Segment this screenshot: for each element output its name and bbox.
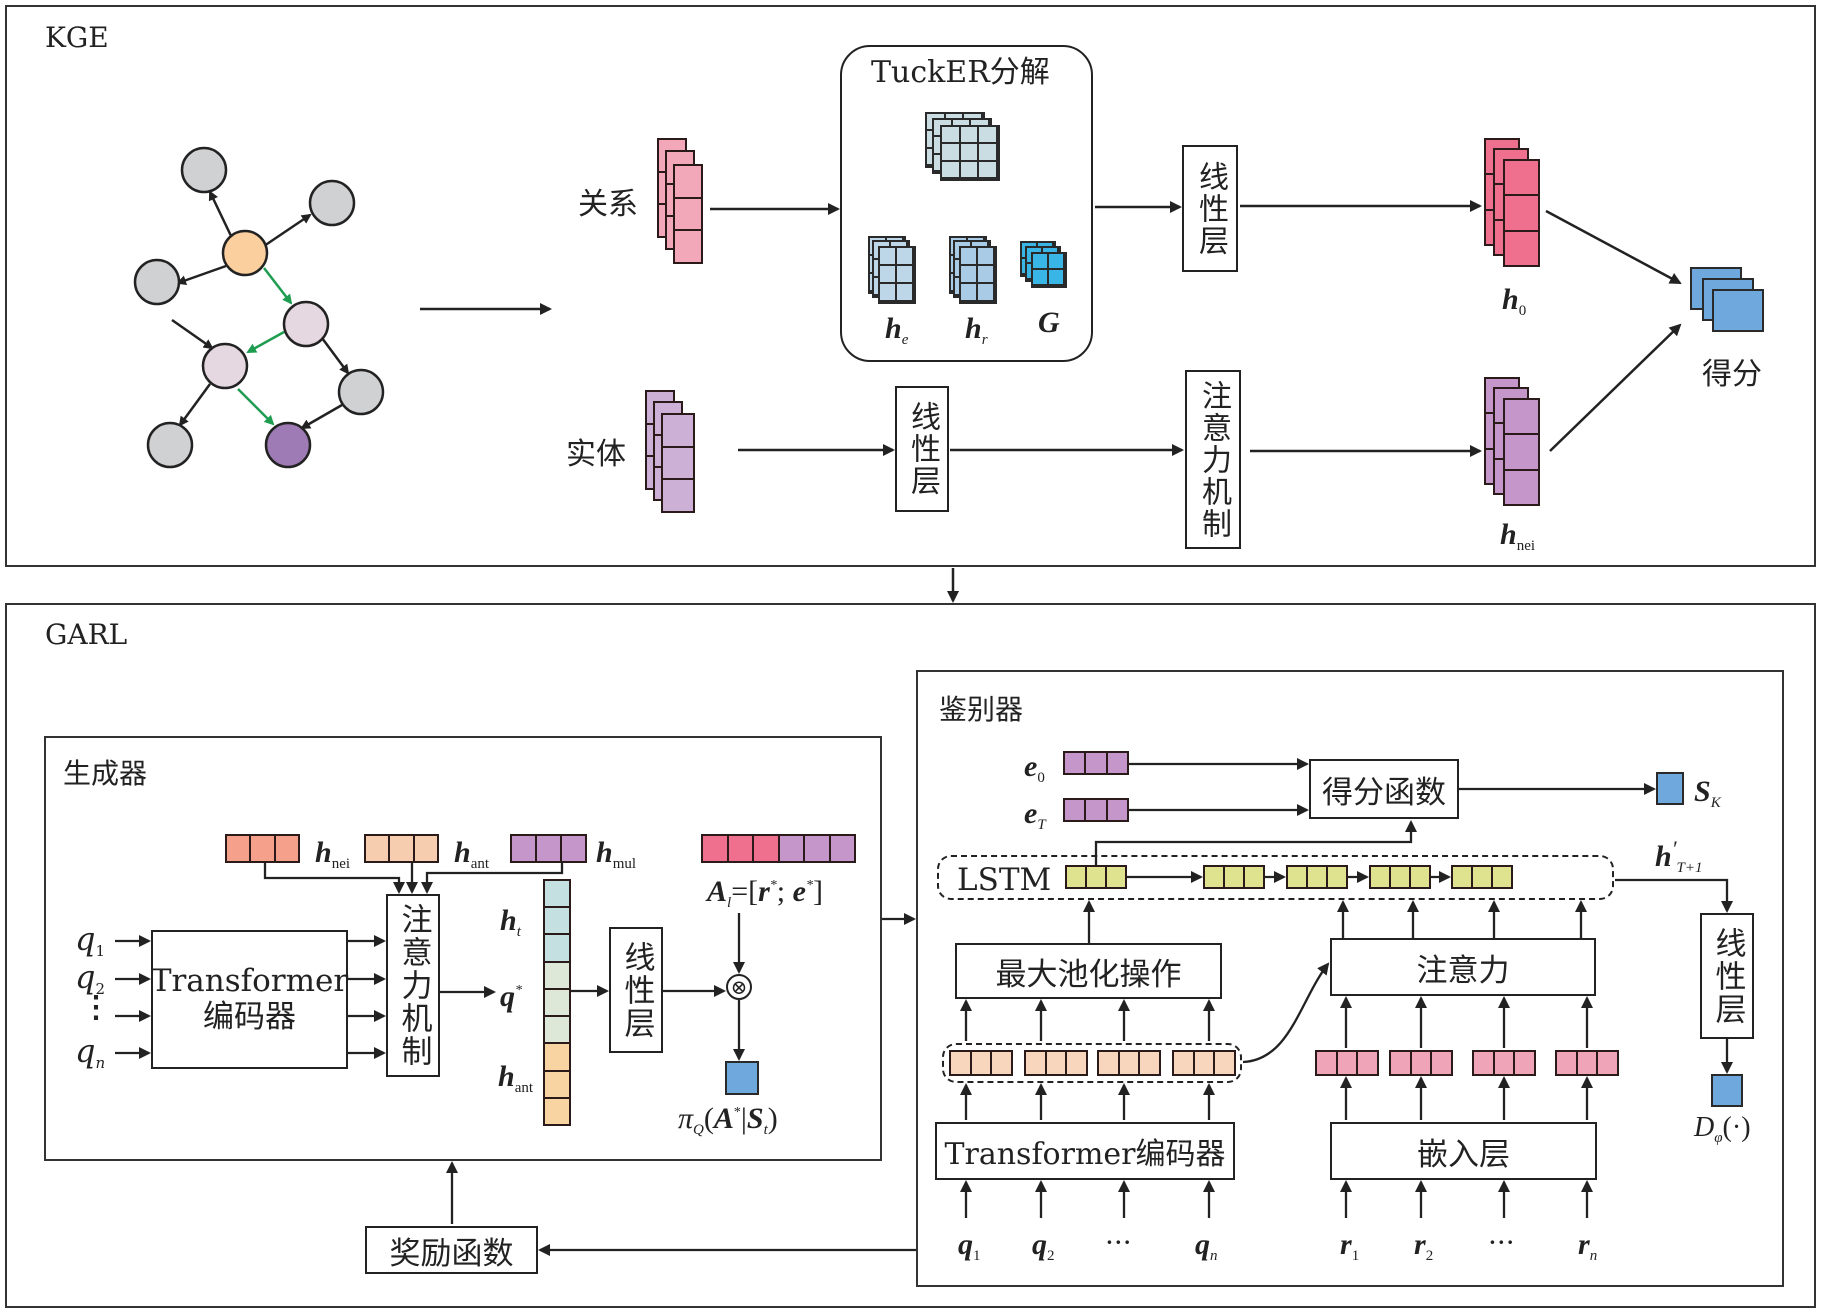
h-ant-label: hant xyxy=(454,836,490,872)
embedding-layer-box: 嵌入层 xyxy=(1330,1122,1597,1180)
h-mul-label: hmul xyxy=(596,836,637,872)
encoded-query-group xyxy=(942,1043,1242,1083)
q-star-label: q* xyxy=(500,980,522,1013)
disc-input-r2: r2 xyxy=(1414,1228,1434,1264)
encoded-query-vector xyxy=(949,1050,1013,1076)
disc-input-r1: r1 xyxy=(1340,1228,1360,1264)
h0-embedding-stack xyxy=(1484,138,1544,268)
disc-input-rn: rn xyxy=(1578,1228,1598,1264)
e0-label: e0 xyxy=(1024,750,1045,786)
eT-label: eT xyxy=(1024,797,1046,833)
g-label: G xyxy=(1038,306,1060,339)
input-q2: q2 xyxy=(75,958,106,998)
h-prime-label: h′T+1 xyxy=(1655,836,1703,876)
disc-input-q2: q2 xyxy=(1032,1228,1055,1264)
hr-label: hr xyxy=(965,312,988,348)
h-t-label: ht xyxy=(500,904,521,940)
input-q1: q1 xyxy=(75,920,106,960)
disc-input-r-ellipsis: ··· xyxy=(1488,1226,1515,1259)
sk-label: SK xyxy=(1694,775,1721,811)
h-ant-vector xyxy=(364,834,439,863)
hnei-embedding-stack xyxy=(1484,377,1544,507)
discriminator-transformer-encoder: Transformer编码器 xyxy=(935,1122,1235,1180)
disc-input-qn: qn xyxy=(1195,1228,1218,1264)
kge-title: KGE xyxy=(45,21,109,54)
action-formula: Al=[r*; e*] xyxy=(707,875,823,911)
lstm-cell xyxy=(1451,865,1513,889)
h-mul-vector xyxy=(510,834,587,863)
eT-vector xyxy=(1063,798,1129,822)
score-function-box: 得分函数 xyxy=(1309,759,1459,819)
sk-output-box xyxy=(1656,772,1684,805)
discriminator-frame xyxy=(916,670,1784,1287)
relation-label: 关系 xyxy=(578,187,638,222)
discriminator-linear-layer: 线性层 xyxy=(1700,913,1754,1039)
encoded-query-vector xyxy=(1172,1050,1236,1076)
encoder-label: 编码器 xyxy=(203,998,296,1035)
disc-input-q1: q1 xyxy=(958,1228,981,1264)
d-phi-label: Dφ(·) xyxy=(1694,1112,1751,1146)
kge-linear-layer-top: 线性层 xyxy=(1182,145,1238,272)
score-label: 得分 xyxy=(1702,357,1762,392)
generator-transformer-encoder: Transformer 编码器 xyxy=(151,930,348,1069)
relation-embedding-vector xyxy=(1389,1050,1453,1076)
relation-embedding-vector xyxy=(1315,1050,1379,1076)
discriminator-output-box xyxy=(1711,1074,1743,1107)
garl-frame xyxy=(5,603,1816,1308)
concatenated-state-vector xyxy=(543,879,571,1126)
hr-tensor-icon xyxy=(949,236,1001,306)
he-label: he xyxy=(885,312,909,348)
lstm-cell xyxy=(1369,865,1431,889)
entity-embedding-stack xyxy=(645,390,699,516)
generator-attention-mechanism: 注意力机制 xyxy=(386,894,440,1077)
max-pooling-box: 最大池化操作 xyxy=(955,943,1222,999)
he-tensor-icon xyxy=(868,236,920,306)
h-ant-state-label: hant xyxy=(498,1060,534,1096)
e0-vector xyxy=(1063,751,1129,775)
reward-function-box: 奖励函数 xyxy=(365,1226,538,1274)
kge-attention-mechanism: 注意力机制 xyxy=(1185,370,1241,549)
relation-embedding-vector xyxy=(1555,1050,1619,1076)
encoded-query-vector xyxy=(1024,1050,1088,1076)
core-tensor-icon xyxy=(925,112,1005,184)
hnei-label: hnei xyxy=(1500,518,1536,554)
relation-embedding-vector xyxy=(1472,1050,1536,1076)
discriminator-title: 鉴别器 xyxy=(939,693,1024,726)
encoded-query-vector xyxy=(1097,1050,1161,1076)
tucker-title: TuckER分解 xyxy=(871,55,1050,90)
lstm-label: LSTM xyxy=(957,862,1052,898)
elementwise-product-icon: ⊗ xyxy=(726,974,752,1000)
policy-output-box xyxy=(725,1061,759,1095)
h-nei-label: hnei xyxy=(315,836,351,872)
input-qn: qn xyxy=(75,1032,106,1072)
generator-linear-layer: 线性层 xyxy=(609,927,663,1053)
kge-linear-layer-bottom: 线性层 xyxy=(895,386,949,512)
garl-title: GARL xyxy=(45,618,128,651)
lstm-cell-initial xyxy=(1065,865,1127,889)
lstm-cell xyxy=(1286,865,1348,889)
disc-input-ellipsis: ··· xyxy=(1105,1226,1132,1259)
generator-title: 生成器 xyxy=(63,757,148,790)
action-vector xyxy=(701,834,856,863)
h-nei-vector xyxy=(225,834,300,863)
score-stack-icon xyxy=(1690,267,1770,347)
entity-label: 实体 xyxy=(566,437,626,472)
generator-frame xyxy=(44,736,882,1161)
relation-embedding-stack xyxy=(657,138,711,264)
h0-label: h0 xyxy=(1502,283,1527,319)
discriminator-attention-box: 注意力 xyxy=(1330,938,1596,996)
policy-label: πQ(A*|St) xyxy=(678,1102,778,1138)
tucker-decomposition-box xyxy=(840,45,1093,362)
input-ellipsis: ⋮ xyxy=(81,990,111,1025)
lstm-cell xyxy=(1203,865,1265,889)
core-g-tensor-icon xyxy=(1020,241,1072,293)
kge-frame xyxy=(5,5,1816,567)
transformer-label: Transformer xyxy=(150,962,349,999)
